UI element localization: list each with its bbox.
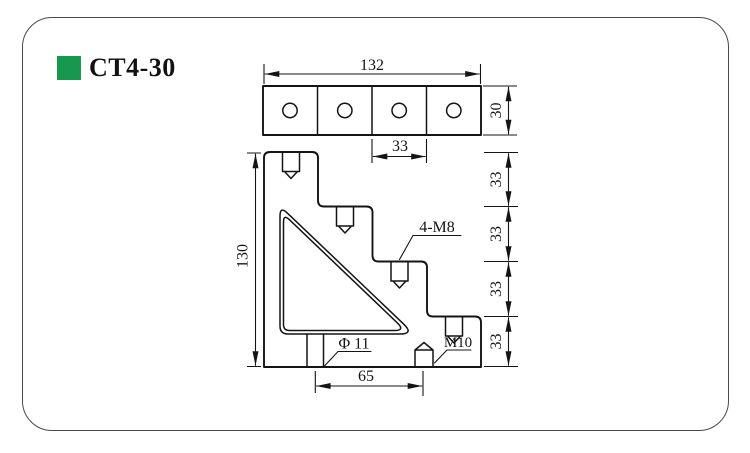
extension-line-base-span — [314, 371, 424, 396]
dim-step-pitch: 33 — [488, 172, 505, 188]
dim-step-pitch: 33 — [488, 281, 505, 297]
through-hole-slot-lines — [306, 333, 325, 368]
leader-line-through-hole — [322, 350, 372, 368]
plate-hole-circle — [445, 102, 462, 119]
tapped-hole — [390, 260, 409, 289]
plate-section-dividers — [316, 85, 428, 136]
dim-hole-pitch: 33 — [392, 138, 408, 155]
triangle-cutout-outer — [279, 209, 409, 335]
corner-tap-house — [414, 341, 434, 368]
triangle-cutout-inner — [282, 216, 402, 332]
label-corner-tap: M10 — [444, 335, 472, 351]
label-tapped-holes: 4-M8 — [419, 219, 455, 236]
tapped-hole — [281, 151, 301, 180]
front-view: 130 33 33 33 33 65 4-M8 Φ 11 M10 — [235, 151, 518, 396]
product-model-title: CT4-30 — [89, 53, 176, 82]
front-view-outline — [263, 151, 482, 368]
top-view: 132 30 33 — [262, 57, 517, 163]
label-through-hole: Φ 11 — [338, 336, 369, 353]
dim-step-pitch: 33 — [488, 226, 505, 242]
tapped-hole — [444, 315, 464, 344]
dim-base-span: 65 — [358, 368, 374, 385]
dim-overall-height: 130 — [235, 244, 252, 268]
page-border-frame — [22, 17, 729, 431]
plate-hole-circle — [336, 102, 353, 119]
leader-line-tapped-holes — [398, 234, 462, 261]
dim-plate-height: 30 — [488, 103, 505, 119]
extension-line-plate-height — [483, 85, 517, 136]
tapped-hole — [335, 205, 355, 234]
product-header: CT4-30 — [57, 53, 176, 83]
green-bullet-square — [57, 56, 81, 80]
leader-line-corner-tap — [433, 349, 472, 364]
plate-hole-circle — [391, 102, 408, 119]
dim-overall-width: 132 — [360, 57, 384, 74]
extension-line-step-levels — [484, 151, 518, 368]
dim-step-pitch: 33 — [488, 334, 505, 350]
extension-line-overall-height — [247, 152, 261, 368]
plate-hole-circle — [282, 102, 298, 119]
green-bullet-icon — [57, 56, 81, 80]
extension-line-hole-pitch — [371, 139, 428, 163]
extension-line-overall-width — [263, 64, 482, 84]
